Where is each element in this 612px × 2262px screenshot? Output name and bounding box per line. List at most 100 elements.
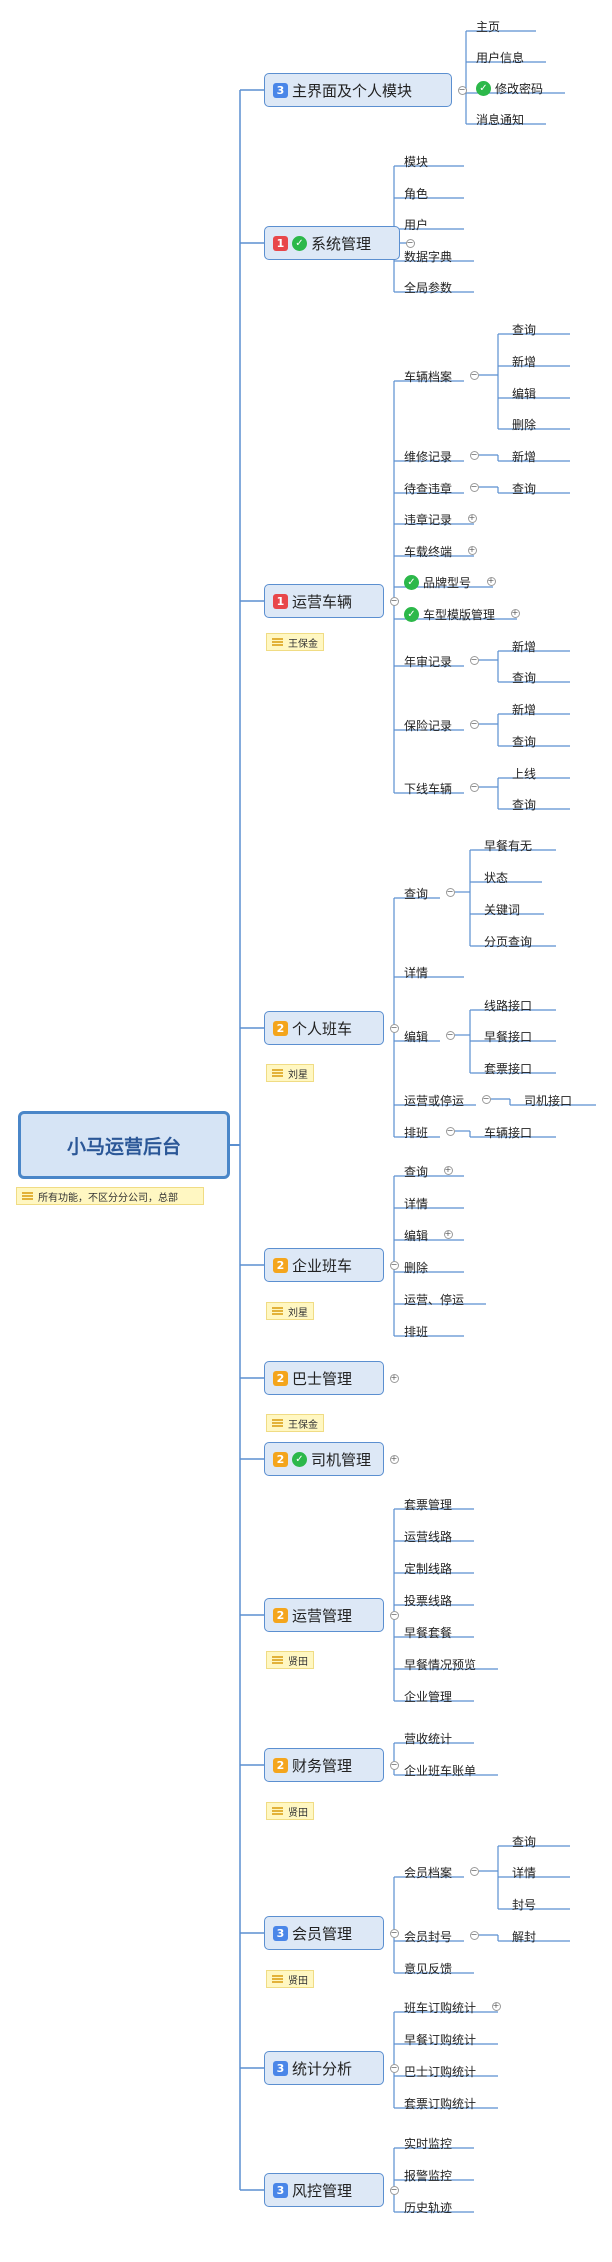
collapse-toggle-icon[interactable]: − [445,887,455,897]
topic-2-2[interactable]: 角色 [404,184,428,202]
collapse-toggle-icon[interactable]: − [469,1930,479,1940]
subtopic-4-3-1[interactable]: 线路接口 [484,996,532,1014]
expand-toggle-icon[interactable]: + [510,608,520,618]
topic-2-1[interactable]: 模块 [404,152,428,170]
topic-10-2[interactable]: 会员封号 [404,1927,452,1945]
subtopic-3-8-2[interactable]: 查询 [512,668,536,686]
subtopic-3-9-1[interactable]: 新增 [512,700,536,718]
branch-2[interactable]: 1✓系统管理 [264,226,400,260]
subtopic-10-1-2[interactable]: 详情 [512,1863,536,1881]
topic-2-3[interactable]: 用户 [404,215,428,233]
topic-12-3[interactable]: 历史轨迹 [404,2198,452,2216]
expand-toggle-icon[interactable]: + [491,2001,501,2011]
subtopic-4-3-3[interactable]: 套票接口 [484,1059,532,1077]
subtopic-4-3-2[interactable]: 早餐接口 [484,1027,532,1045]
collapse-toggle-icon[interactable]: − [389,2063,399,2073]
expand-toggle-icon[interactable]: + [467,545,477,555]
topic-10-3[interactable]: 意见反馈 [404,1959,452,1977]
topic-12-2[interactable]: 报警监控 [404,2166,452,2184]
expand-toggle-icon[interactable]: + [443,1165,453,1175]
topic-9-2[interactable]: 企业班车账单 [404,1761,476,1779]
collapse-toggle-icon[interactable]: − [389,2185,399,2195]
collapse-toggle-icon[interactable]: − [389,1023,399,1033]
topic-8-7[interactable]: 企业管理 [404,1687,452,1705]
topic-3-4[interactable]: 违章记录 [404,510,452,528]
collapse-toggle-icon[interactable]: − [469,1866,479,1876]
topic-11-4[interactable]: 套票订购统计 [404,2094,476,2112]
topic-3-3[interactable]: 待查违章 [404,479,452,497]
collapse-toggle-icon[interactable]: − [469,370,479,380]
topic-11-2[interactable]: 早餐订购统计 [404,2030,476,2048]
collapse-toggle-icon[interactable]: − [457,85,467,95]
collapse-toggle-icon[interactable]: − [389,1610,399,1620]
expand-toggle-icon[interactable]: + [443,1229,453,1239]
topic-8-6[interactable]: 早餐情况预览 [404,1655,476,1673]
expand-toggle-icon[interactable]: + [486,576,496,586]
subtopic-3-2-1[interactable]: 新增 [512,447,536,465]
subtopic-10-1-1[interactable]: 查询 [512,1832,536,1850]
topic-11-3[interactable]: 巴士订购统计 [404,2062,476,2080]
subtopic-3-8-1[interactable]: 新增 [512,637,536,655]
subtopic-3-1-1[interactable]: 查询 [512,320,536,338]
topic-8-1[interactable]: 套票管理 [404,1495,452,1513]
branch-7[interactable]: 2✓司机管理 [264,1442,384,1476]
topic-9-1[interactable]: 营收统计 [404,1729,452,1747]
topic-11-1[interactable]: 班车订购统计 [404,1998,476,2016]
subtopic-4-1-3[interactable]: 关键词 [484,900,520,918]
topic-3-10[interactable]: 下线车辆 [404,779,452,797]
collapse-toggle-icon[interactable]: − [481,1094,491,1104]
collapse-toggle-icon[interactable]: − [405,238,415,248]
topic-1-4[interactable]: 消息通知 [476,110,524,128]
topic-8-3[interactable]: 定制线路 [404,1559,452,1577]
topic-4-2[interactable]: 详情 [404,963,428,981]
topic-3-9[interactable]: 保险记录 [404,716,452,734]
subtopic-3-3-1[interactable]: 查询 [512,479,536,497]
topic-3-6[interactable]: ✓品牌型号 [404,573,471,591]
collapse-toggle-icon[interactable]: − [469,482,479,492]
subtopic-10-2-1[interactable]: 解封 [512,1927,536,1945]
topic-3-5[interactable]: 车载终端 [404,542,452,560]
topic-3-8[interactable]: 年审记录 [404,652,452,670]
collapse-toggle-icon[interactable]: − [469,450,479,460]
topic-4-3[interactable]: 编辑 [404,1027,428,1045]
topic-2-5[interactable]: 全局参数 [404,278,452,296]
collapse-toggle-icon[interactable]: − [445,1030,455,1040]
collapse-toggle-icon[interactable]: − [389,1928,399,1938]
expand-toggle-icon[interactable]: + [389,1454,399,1464]
expand-toggle-icon[interactable]: + [467,513,477,523]
subtopic-4-1-1[interactable]: 早餐有无 [484,836,532,854]
topic-12-1[interactable]: 实时监控 [404,2134,452,2152]
subtopic-3-10-1[interactable]: 上线 [512,764,536,782]
subtopic-4-4-1[interactable]: 司机接口 [524,1091,572,1109]
topic-8-2[interactable]: 运营线路 [404,1527,452,1545]
subtopic-3-10-2[interactable]: 查询 [512,795,536,813]
topic-5-1[interactable]: 查询 [404,1162,428,1180]
topic-5-5[interactable]: 运营、停运 [404,1290,464,1308]
collapse-toggle-icon[interactable]: − [389,596,399,606]
topic-4-1[interactable]: 查询 [404,884,428,902]
collapse-toggle-icon[interactable]: − [389,1760,399,1770]
topic-8-4[interactable]: 投票线路 [404,1591,452,1609]
topic-2-4[interactable]: 数据字典 [404,247,452,265]
topic-3-1[interactable]: 车辆档案 [404,367,452,385]
topic-3-2[interactable]: 维修记录 [404,447,452,465]
topic-4-5[interactable]: 排班 [404,1123,428,1141]
topic-5-2[interactable]: 详情 [404,1194,428,1212]
expand-toggle-icon[interactable]: + [389,1373,399,1383]
topic-3-7[interactable]: ✓车型模版管理 [404,605,495,623]
subtopic-4-1-4[interactable]: 分页查询 [484,932,532,950]
topic-5-4[interactable]: 删除 [404,1258,428,1276]
collapse-toggle-icon[interactable]: − [469,782,479,792]
topic-1-1[interactable]: 主页 [476,17,500,35]
subtopic-3-1-3[interactable]: 编辑 [512,384,536,402]
subtopic-10-1-3[interactable]: 封号 [512,1895,536,1913]
